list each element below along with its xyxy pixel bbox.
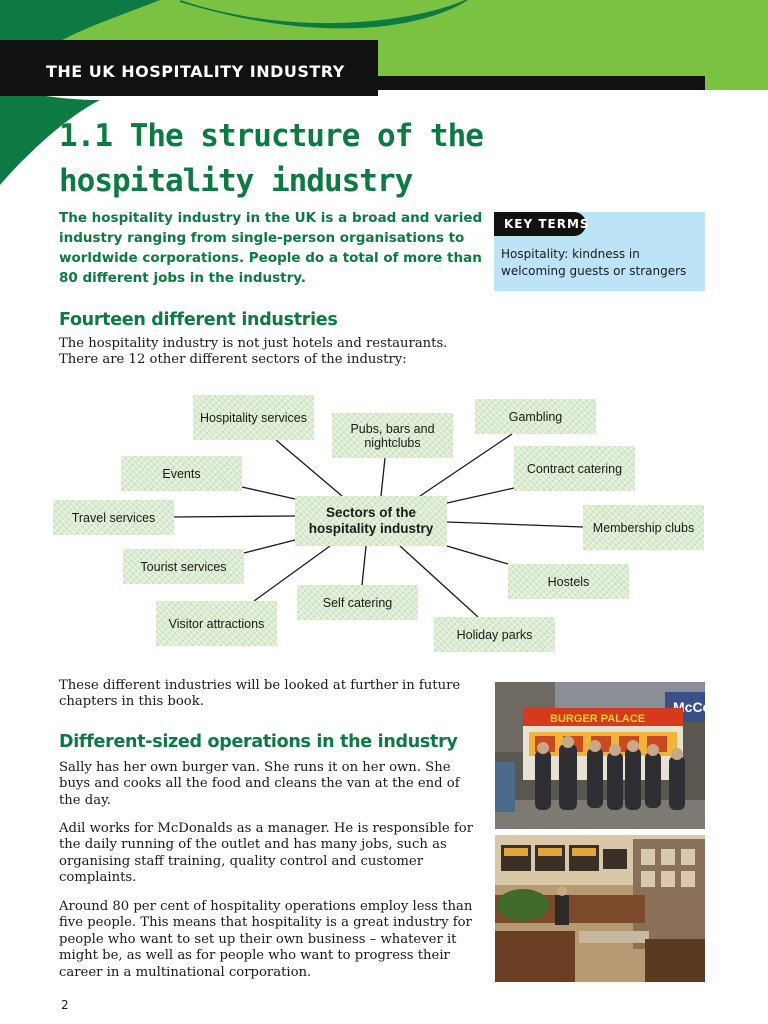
node-contract-catering: Contract catering [514,446,635,491]
node-events: Events [121,456,242,491]
after-diagram-paragraph: These different industries will be looke… [59,678,461,710]
node-hostels: Hostels [508,564,629,599]
node-holiday-parks: Holiday parks [434,617,555,652]
node-gambling: Gambling [475,399,596,434]
key-terms-label: KEY TERMS [494,212,589,236]
header-banner [0,0,768,185]
paragraph-sally: Sally has her own burger van. She runs i… [59,760,460,808]
restaurant-interior-photo [495,835,705,982]
paragraph-eighty-percent: Around 80 per cent of hospitality operat… [59,899,473,980]
node-tourist-services: Tourist services [123,549,244,584]
line-events [241,486,296,500]
heading-fourteen-industries: Fourteen different industries [59,310,338,330]
line-contract-catering [446,487,515,504]
diagram-center-node: Sectors of the hospitality industry [295,496,447,546]
node-self-catering: Self catering [297,585,418,620]
node-visitor-attractions: Visitor attractions [156,601,277,646]
burger-van-photo: McCol BURGER PALACE [495,682,705,829]
page-number: 2 [61,998,69,1012]
line-membership-clubs [446,521,584,528]
node-pubs-bars-nightclubs: Pubs, bars and nightclubs [332,413,453,458]
intro-paragraph: The hospitality industry in the UK is a … [59,210,483,286]
line-travel-services [172,515,296,518]
node-membership-clubs: Membership clubs [583,505,704,550]
paragraph-adil: Adil works for McDonalds as a manager. H… [59,821,474,886]
line-self-catering [361,545,367,586]
burger-palace-sign-text: BURGER PALACE [550,713,645,725]
line-tourist-services [243,539,296,554]
node-hospitality-services: Hospitality services [193,395,314,440]
sectors-intro-paragraph: The hospitality industry is not just hot… [59,336,448,368]
heading-different-sized-operations: Different-sized operations in the indust… [59,732,458,752]
line-pubs [380,457,386,497]
node-travel-services: Travel services [53,500,174,535]
line-hostels [446,545,509,565]
page-title: 1.1 The structure of the hospitality ind… [59,118,484,199]
key-terms-text: Hospitality: kindness in welcoming guest… [501,247,687,278]
section-label: THE UK HOSPITALITY INDUSTRY [46,62,345,81]
